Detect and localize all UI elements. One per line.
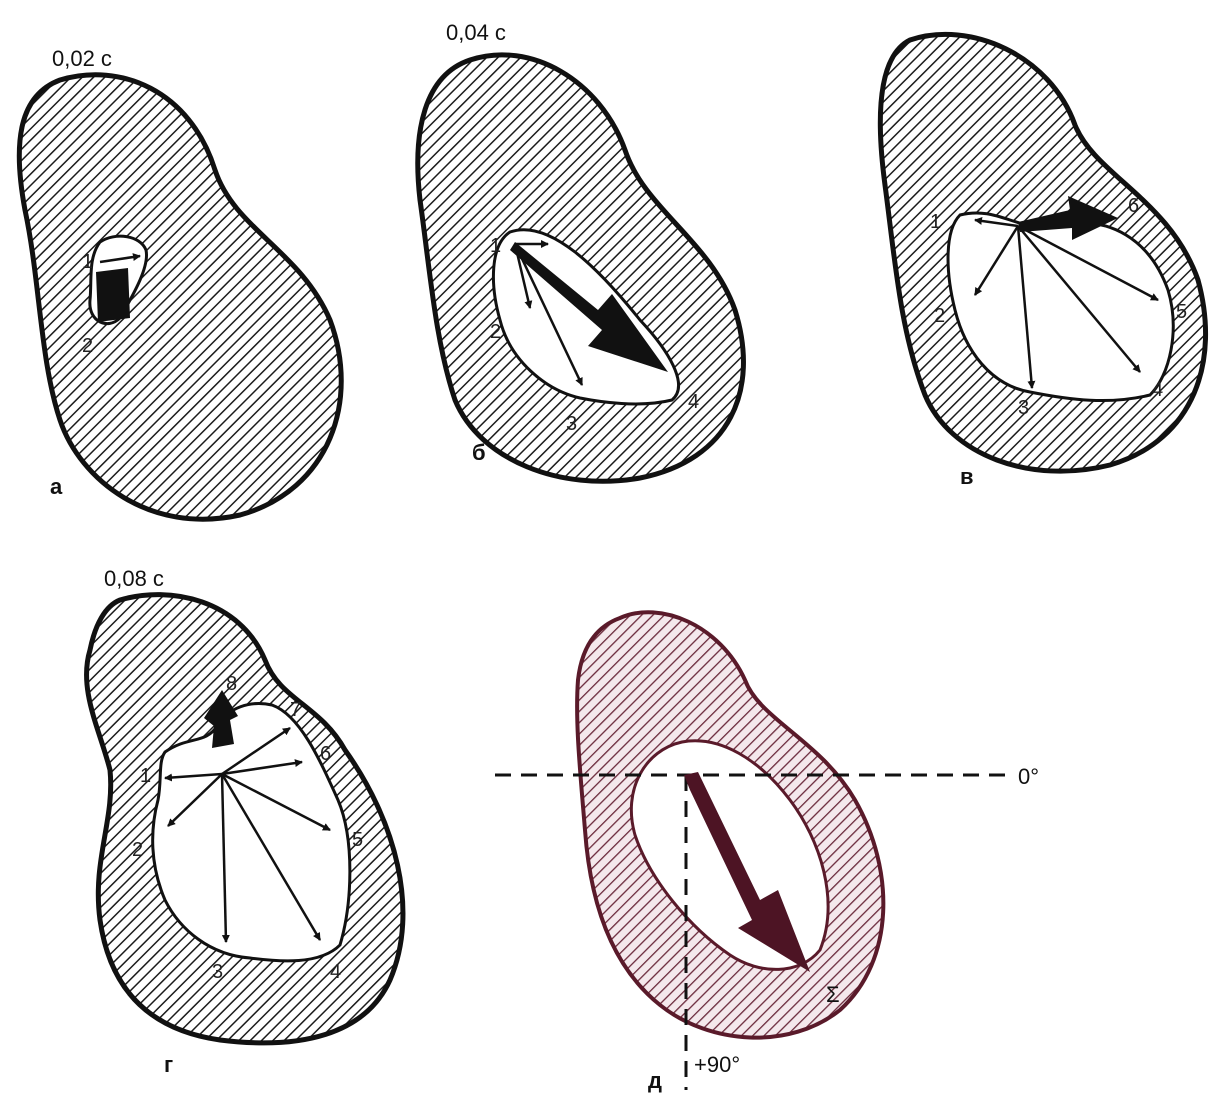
panel-b-num-2: 2	[490, 321, 501, 343]
panel-g-num-8: 8	[226, 673, 237, 695]
panel-d-letter: д	[648, 1068, 662, 1093]
panel-a-small-vector-shape	[96, 268, 130, 322]
panel-v-num-2: 2	[934, 305, 945, 327]
panel-a: 0,02 c 1 2 а	[19, 46, 341, 519]
panel-b-num-1: 1	[490, 235, 501, 257]
panel-g-num-6: 6	[320, 743, 331, 765]
panel-g-time-label: 0,08 c	[104, 566, 164, 591]
panel-g-letter: г	[164, 1052, 173, 1077]
panel-v-num-3: 3	[1018, 397, 1029, 419]
panel-b: 0,04 c 1 2 3 4 б	[418, 20, 744, 481]
panel-v-num-1: 1	[930, 211, 941, 233]
panel-b-num-3: 3	[566, 413, 577, 435]
panel-g-num-4: 4	[330, 961, 341, 983]
panel-g-num-7: 7	[290, 699, 301, 721]
panel-b-time-label: 0,04 c	[446, 20, 506, 45]
panel-v-num-4: 4	[1152, 379, 1163, 401]
panel-g-num-5: 5	[352, 829, 363, 851]
panel-a-time-label: 0,02 c	[52, 46, 112, 71]
panel-g-num-3: 3	[212, 961, 223, 983]
panel-v-num-5: 5	[1176, 301, 1187, 323]
panel-v: 1 2 3 4 5 6 в	[880, 34, 1205, 489]
panel-d: 0° +90° Σ д	[495, 612, 1039, 1093]
panel-d-axis-ninety-label: +90°	[694, 1052, 740, 1077]
panel-a-num-2: 2	[82, 335, 93, 357]
panel-v-letter: в	[960, 464, 974, 489]
panel-g: 0,08 c 1 2 3 4 5 6 7 8 г	[87, 566, 403, 1077]
panel-b-num-4: 4	[688, 391, 699, 413]
panel-g-num-2: 2	[132, 839, 143, 861]
panel-b-letter: б	[472, 440, 486, 465]
panel-g-num-1: 1	[140, 765, 151, 787]
panel-a-heart-wall	[19, 75, 341, 519]
panel-v-num-6: 6	[1128, 195, 1139, 217]
panel-d-axis-zero-label: 0°	[1018, 764, 1039, 789]
panel-a-num-1: 1	[82, 251, 93, 273]
panel-a-letter: а	[50, 474, 63, 499]
panel-d-sigma-label: Σ	[826, 982, 840, 1007]
